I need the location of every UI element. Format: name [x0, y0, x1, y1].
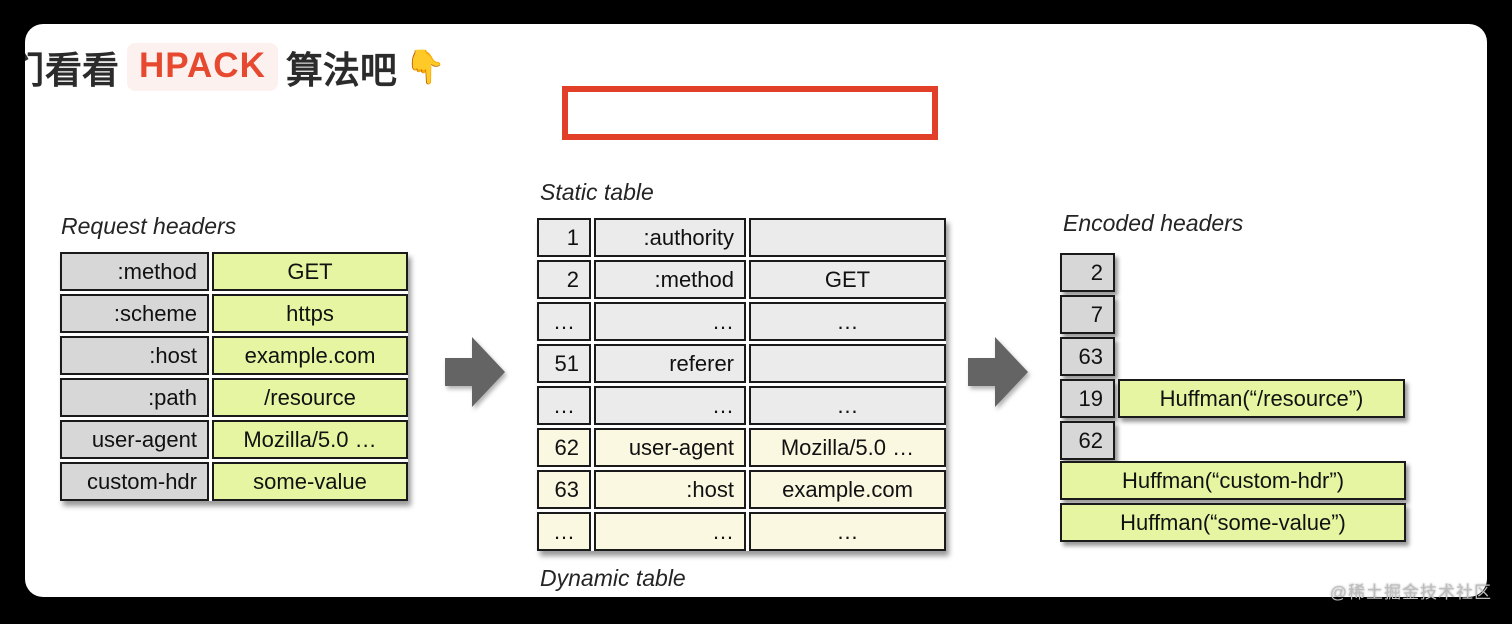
watermark: @稀土掘金技术社区 [1329, 583, 1492, 602]
title-text-pre: 看看 [45, 50, 119, 91]
tbl-name: … [594, 302, 746, 341]
req-key: :method [60, 252, 209, 291]
tbl-index: 1 [537, 218, 591, 257]
tbl-index: 63 [537, 470, 591, 509]
tbl-index: 51 [537, 344, 591, 383]
req-value: Mozilla/5.0 … [212, 420, 408, 459]
req-key: :scheme [60, 294, 209, 333]
point-down-emoji-icon: 👇 [404, 47, 446, 85]
tbl-value: example.com [749, 470, 946, 509]
tbl-name: referer [594, 344, 746, 383]
huffman-resource-cell: Huffman(“/resource”) [1118, 379, 1405, 418]
tbl-value: … [749, 386, 946, 425]
tbl-index: … [537, 302, 591, 341]
tbl-name: user-agent [594, 428, 746, 467]
req-key: :host [60, 336, 209, 375]
tbl-index: … [537, 386, 591, 425]
tbl-value: … [749, 302, 946, 341]
encoded-headers-label: Encoded headers [1063, 210, 1244, 236]
req-value: https [212, 294, 408, 333]
tbl-name: … [594, 512, 746, 551]
right-arrow-icon [968, 334, 1028, 410]
dynamic-table-label: Dynamic table [540, 565, 686, 591]
huffman-custom-hdr-cell: Huffman(“custom-hdr”) [1060, 461, 1406, 500]
req-key: user-agent [60, 420, 209, 459]
req-key: :path [60, 378, 209, 417]
tbl-value: Mozilla/5.0 … [749, 428, 946, 467]
tbl-index: 2 [537, 260, 591, 299]
req-value: example.com [212, 336, 408, 375]
req-value: some-value [212, 462, 408, 501]
tbl-value: GET [749, 260, 946, 299]
title-hpack-code: HPACK [127, 43, 278, 91]
tbl-name: :method [594, 260, 746, 299]
request-headers-table: :method GET :scheme https :host example.… [60, 252, 408, 501]
enc-index: 63 [1060, 337, 1115, 376]
right-arrow-icon [445, 334, 505, 410]
huffman-some-value-cell: Huffman(“some-value”) [1060, 503, 1406, 542]
enc-index: 62 [1060, 421, 1115, 460]
enc-index: 7 [1060, 295, 1115, 334]
title-clipped-char: 们 [25, 50, 44, 91]
tbl-name: :host [594, 470, 746, 509]
tbl-index: 62 [537, 428, 591, 467]
tbl-name: … [594, 386, 746, 425]
req-value: /resource [212, 378, 408, 417]
red-callout-box [562, 86, 938, 140]
static-table-label: Static table [540, 179, 654, 205]
enc-index: 2 [1060, 253, 1115, 292]
enc-index: 19 [1060, 379, 1115, 418]
tbl-value [749, 344, 946, 383]
tbl-index: … [537, 512, 591, 551]
static-dynamic-table: 1 :authority 2 :method GET … … … 51 refe… [537, 218, 946, 551]
tbl-value [749, 218, 946, 257]
tbl-value: … [749, 512, 946, 551]
title-text-post: 算法吧 [285, 50, 397, 91]
tbl-name: :authority [594, 218, 746, 257]
req-key: custom-hdr [60, 462, 209, 501]
req-value: GET [212, 252, 408, 291]
request-headers-label: Request headers [61, 213, 237, 239]
